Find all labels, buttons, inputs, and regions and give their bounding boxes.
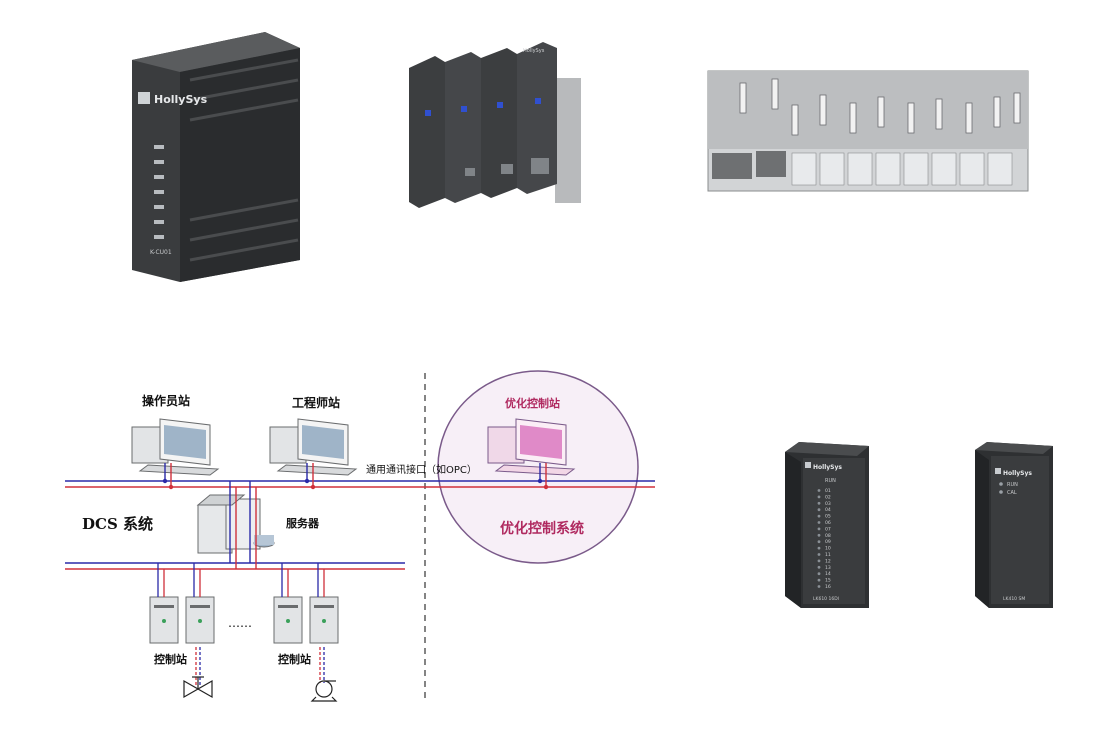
io-terminal-base-photo xyxy=(700,65,1032,195)
di-channel-label: 04 xyxy=(825,507,831,513)
server-icon xyxy=(196,494,275,554)
di-channel-label: 06 xyxy=(825,520,831,526)
engineer-station-label: 工程师站 xyxy=(292,395,340,410)
interface-label: 通用通讯接口（如OPC） xyxy=(366,463,477,476)
server-label: 服务器 xyxy=(286,516,320,530)
di-channel-led xyxy=(817,540,821,544)
di-channel-label: 08 xyxy=(825,533,831,539)
sm-module-status: RUN xyxy=(1007,482,1018,488)
di-channel-label: 07 xyxy=(825,526,831,532)
optimize-pc-icon xyxy=(487,418,576,476)
di-channel-label: 09 xyxy=(825,539,831,545)
operator-pc-icon xyxy=(131,418,220,476)
pump-icon xyxy=(310,680,338,702)
di-channel-label: 05 xyxy=(825,514,831,520)
di-module-status: RUN xyxy=(825,478,836,484)
hollysys-module-photo: HollySys K-CU01 xyxy=(120,20,310,282)
di-channel-label: 03 xyxy=(825,501,831,507)
di-channel-label: 11 xyxy=(825,552,831,558)
di-channel-label: 12 xyxy=(825,558,831,564)
optimize-system-label: 优化控制系统 xyxy=(500,520,584,537)
sm-module-photo: HollySys RUN CAL LK410 SM xyxy=(973,440,1055,608)
di-channel-label: 01 xyxy=(825,488,831,494)
di-channel-label: 16 xyxy=(825,584,831,590)
di-channel-led xyxy=(817,572,821,576)
ellipsis-label: …… xyxy=(228,616,252,630)
di-channel-led xyxy=(817,578,821,582)
module-a-model: K-CU01 xyxy=(150,249,172,256)
di-module-brand: HollySys xyxy=(813,464,842,471)
di-channel-led xyxy=(817,565,821,569)
sm-module-brand: HollySys xyxy=(1003,470,1032,477)
di-channel-led xyxy=(817,546,821,550)
di-channel-led xyxy=(817,521,821,524)
hollysys-rack-photo: HollySys xyxy=(405,38,585,210)
di-channel-led xyxy=(817,533,821,537)
di-channel-label: 15 xyxy=(825,578,831,584)
sm-module-status-2: CAL xyxy=(1007,490,1017,496)
di-channel-led xyxy=(817,585,821,588)
di-channel-led xyxy=(817,553,821,556)
di-channel-led xyxy=(817,527,821,531)
control-station-label-1: 控制站 xyxy=(154,652,187,666)
di-channel-label: 10 xyxy=(825,546,831,552)
sm-module-model: LK410 SM xyxy=(1003,596,1025,602)
module-a-brand: HollySys xyxy=(154,93,208,106)
di-channel-label: 02 xyxy=(825,494,831,500)
di-module-model: LK610 16DI xyxy=(813,596,839,602)
dcs-architecture-diagram: 操作员站 工程师站 优化控制站 xyxy=(60,365,660,710)
di-channel-led xyxy=(817,559,821,563)
di-channel-label: 14 xyxy=(825,571,831,577)
di-channel-led xyxy=(817,508,821,512)
optimize-station-label: 优化控制站 xyxy=(505,396,560,410)
control-station-group-2 xyxy=(273,596,339,644)
dcs-system-label: DCS 系统 xyxy=(82,515,153,533)
di-channel-led xyxy=(817,501,821,505)
di-channel-led xyxy=(817,489,821,492)
control-station-label-2: 控制站 xyxy=(278,652,311,666)
control-station-group-1 xyxy=(149,596,215,644)
rack-b-brand: HollySys xyxy=(523,48,545,54)
di-channel-label: 13 xyxy=(825,565,831,571)
engineer-pc-icon xyxy=(269,418,358,476)
valve-icon xyxy=(183,676,213,699)
di-channel-led xyxy=(817,514,821,518)
di-channel-led xyxy=(817,495,821,499)
operator-station-label: 操作员站 xyxy=(142,393,190,408)
